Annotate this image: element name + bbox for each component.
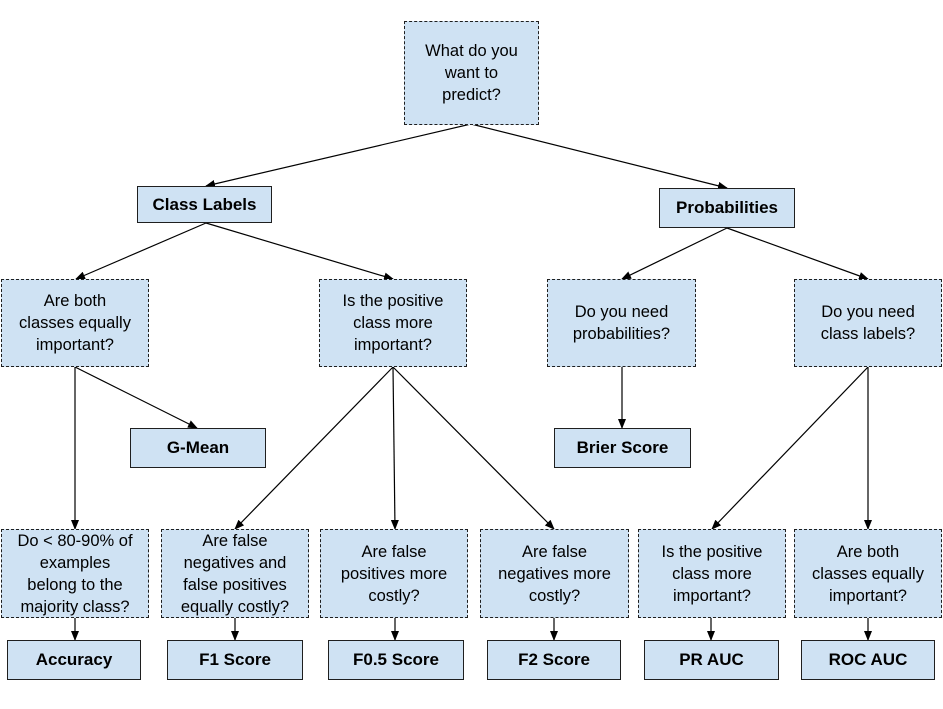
question-need-class-labels-label: Do you need class labels? [820,303,916,343]
question-majority-class: Do < 80-90% of examples belong to the ma… [1,529,149,618]
question-fp-more-costly-label: Are false positives more costly? [340,542,448,605]
edge-class-labels-to-positive-more [205,222,394,281]
result-brier-score: Brier Score [554,428,691,468]
result-g-mean: G-Mean [130,428,266,468]
question-positive-class-more-label: Is the positive class more important? [342,292,444,354]
edge-need-labels-to-pos-more-2 [711,366,869,530]
question-majority-class-label: Do < 80-90% of examples belong to the ma… [17,531,133,616]
question-both-classes-equal-2: Are both classes equally important? [794,529,942,618]
edge-root-to-probabilities [470,123,728,190]
result-roc-auc: ROC AUC [801,640,935,680]
result-f1-score-label: F1 Score [199,650,271,669]
edge-positive-more-to-fn-fp-equal [234,366,394,530]
question-both-classes-equal-2-label: Are both classes equally important? [812,542,924,605]
question-fn-fp-equally-costly: Are false negatives and false positives … [161,529,309,618]
edge-positive-more-to-fn-costly [392,366,555,530]
question-fn-more-costly: Are false negatives more costly? [480,529,629,618]
result-f05-score-label: F0.5 Score [353,650,439,669]
node-probabilities: Probabilities [659,188,795,228]
question-both-classes-equal: Are both classes equally important? [1,279,149,367]
edge-both-equal-to-gmean [74,366,198,429]
question-positive-class-more-2: Is the positive class more important? [638,529,786,618]
edge-positive-more-to-fp-costly [390,366,399,530]
edge-class-labels-to-both-equal [75,222,207,280]
question-what-to-predict-label: What do you want to predict? [425,42,518,104]
node-probabilities-label: Probabilities [675,198,779,217]
result-pr-auc-label: PR AUC [679,650,744,669]
question-fn-fp-equally-costly-label: Are false negatives and false positives … [180,531,290,616]
question-need-probabilities-label: Do you need probabilities? [572,303,671,343]
edge-probabilities-to-need-labels [726,227,869,280]
node-class-labels: Class Labels [137,186,272,223]
question-positive-class-more-2-label: Is the positive class more important? [661,542,763,605]
question-fn-more-costly-label: Are false negatives more costly? [498,542,611,605]
node-class-labels-label: Class Labels [152,194,257,214]
question-need-class-labels: Do you need class labels? [794,279,942,367]
result-f05-score: F0.5 Score [328,640,464,680]
result-f2-score: F2 Score [487,640,621,680]
result-g-mean-label: G-Mean [166,438,230,457]
result-brier-score-label: Brier Score [576,438,669,457]
question-fp-more-costly: Are false positives more costly? [320,529,468,618]
question-both-classes-equal-label: Are both classes equally important? [19,292,131,354]
result-pr-auc: PR AUC [644,640,779,680]
result-f1-score: F1 Score [167,640,303,680]
edge-root-to-class-labels [205,123,472,188]
question-what-to-predict: What do you want to predict? [404,21,539,125]
question-positive-class-more: Is the positive class more important? [319,279,467,367]
result-accuracy-label: Accuracy [35,650,113,669]
edge-probabilities-to-need-probs [621,227,728,280]
result-f2-score-label: F2 Score [518,650,590,669]
result-accuracy: Accuracy [7,640,141,680]
question-need-probabilities: Do you need probabilities? [547,279,696,367]
result-roc-auc-label: ROC AUC [828,650,908,669]
